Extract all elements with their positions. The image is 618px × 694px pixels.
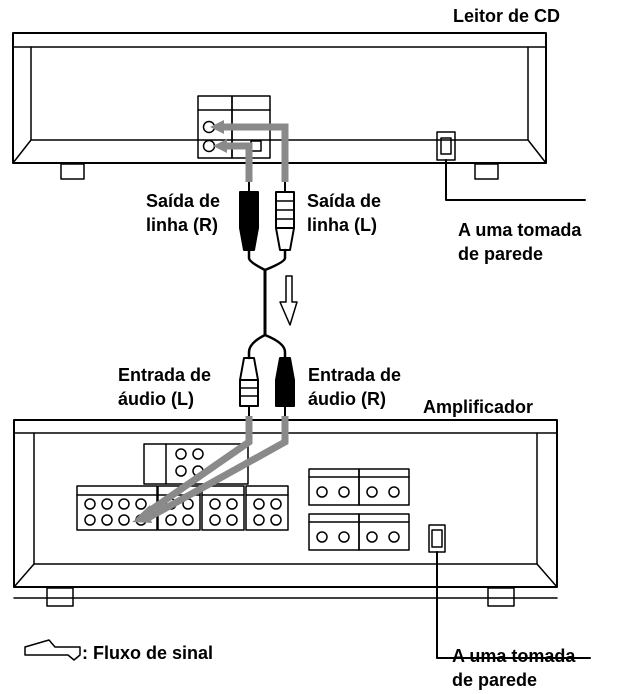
plug-top-l [275, 179, 295, 251]
amplifier-power-socket [428, 524, 446, 553]
amplifier-unit [13, 419, 591, 659]
amplifier-foot-left [46, 587, 74, 607]
amplifier-power-cord [436, 551, 591, 659]
cd-power-socket [436, 131, 456, 161]
plug-bottom-l [239, 357, 259, 417]
signal-flow-legend-label: : Fluxo de sinal [82, 643, 214, 663]
audio-in-l-label: Entrada de áudio (L) [118, 365, 212, 409]
amplifier-foot-right [487, 587, 515, 607]
cd-power-cord [445, 159, 586, 201]
amplifier-label: Amplificador [423, 397, 534, 417]
cd-player-label: Leitor de CD [453, 6, 561, 26]
line-out-r-label: Saída de linha (R) [146, 191, 221, 235]
wall-outlet-top-label: A uma tomada de parede [458, 220, 582, 264]
plug-top-r [239, 179, 259, 251]
amplifier-output-jacks [308, 468, 410, 551]
signal-path-highlight [146, 123, 289, 522]
cd-player-outline [12, 32, 547, 164]
plug-bottom-r [275, 357, 295, 417]
cd-player-foot-left [60, 163, 85, 180]
signal-flow-arrow [279, 275, 298, 326]
signal-flow-legend-icon [24, 639, 81, 661]
wall-outlet-bottom-label: A uma tomada de parede [452, 646, 576, 690]
line-out-l-label: Saída de linha (L) [307, 191, 382, 235]
audio-in-r-label: Entrada de áudio (R) [308, 365, 402, 409]
cd-player-unit [12, 32, 586, 201]
audio-cable [239, 179, 295, 417]
cd-player-foot-right [474, 163, 499, 180]
